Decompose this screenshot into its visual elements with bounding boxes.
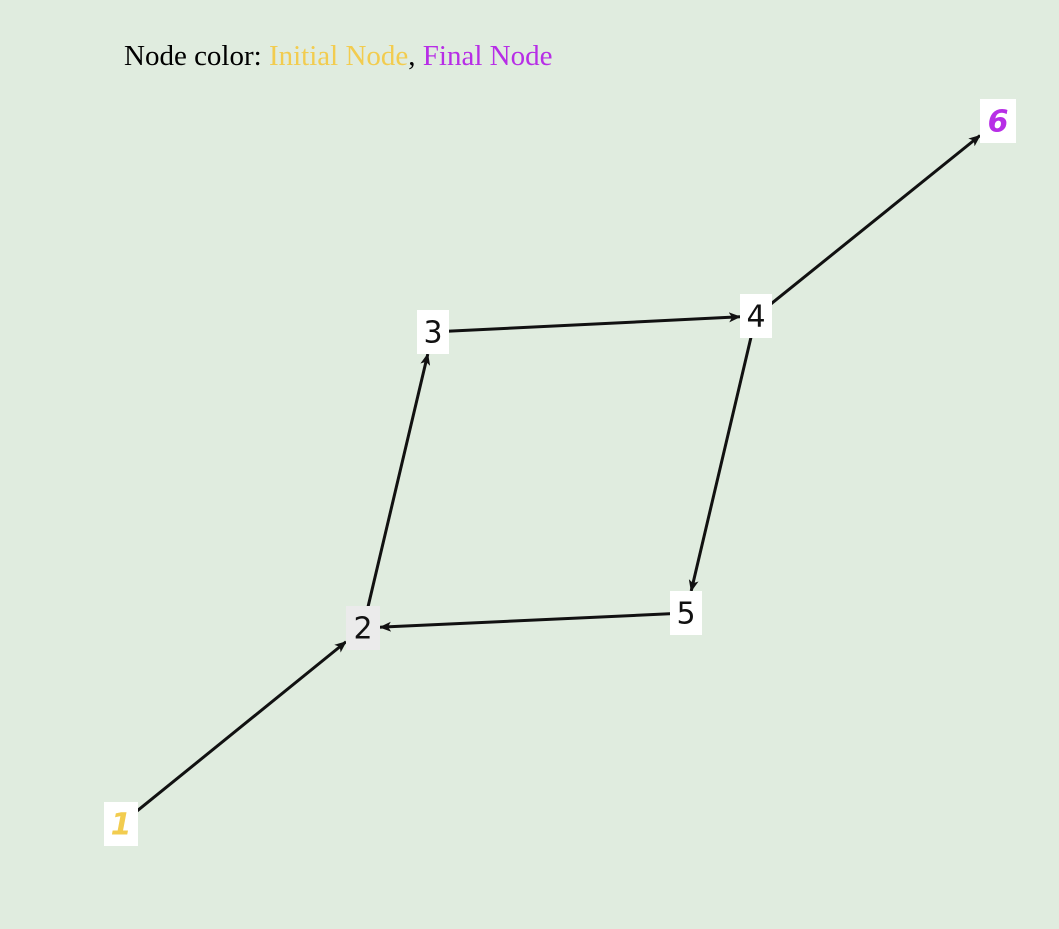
node-4[interactable]: 4 <box>740 294 772 338</box>
legend-prefix: Node color: <box>124 40 269 72</box>
edge-4-to-5 <box>688 335 753 592</box>
edge-4-to-6 <box>769 134 981 306</box>
node-5-box <box>670 591 702 635</box>
legend-final-node: Final Node <box>422 40 553 72</box>
node-1-box <box>104 802 138 846</box>
node-3[interactable]: 3 <box>417 310 449 354</box>
node-1-label: 1 <box>111 808 132 843</box>
edge-2-to-3 <box>366 353 431 609</box>
node-4-box <box>740 294 772 338</box>
node-2-box <box>346 606 380 650</box>
node-2-label: 2 <box>353 612 372 647</box>
node-5-label: 5 <box>676 597 695 632</box>
nodes-layer: 1 2 3 4 5 6 <box>104 99 1016 846</box>
node-6-label: 6 <box>988 105 1009 140</box>
node-6[interactable]: 6 <box>980 99 1016 143</box>
node-4-label: 4 <box>746 300 765 335</box>
node-6-box <box>980 99 1016 143</box>
edge-5-to-2 <box>379 612 673 632</box>
node-5[interactable]: 5 <box>670 591 702 635</box>
edges-layer <box>135 134 981 814</box>
node-3-label: 3 <box>423 316 442 351</box>
edge-3-to-4 <box>446 312 741 333</box>
legend: Node color: Initial Node, Final Node <box>124 38 552 74</box>
legend-separator: , <box>408 40 423 72</box>
edge-1-to-2 <box>135 640 347 814</box>
legend-initial-node: Initial Node <box>268 40 409 72</box>
node-2[interactable]: 2 <box>346 606 380 650</box>
node-3-box <box>417 310 449 354</box>
node-1[interactable]: 1 <box>104 802 138 846</box>
